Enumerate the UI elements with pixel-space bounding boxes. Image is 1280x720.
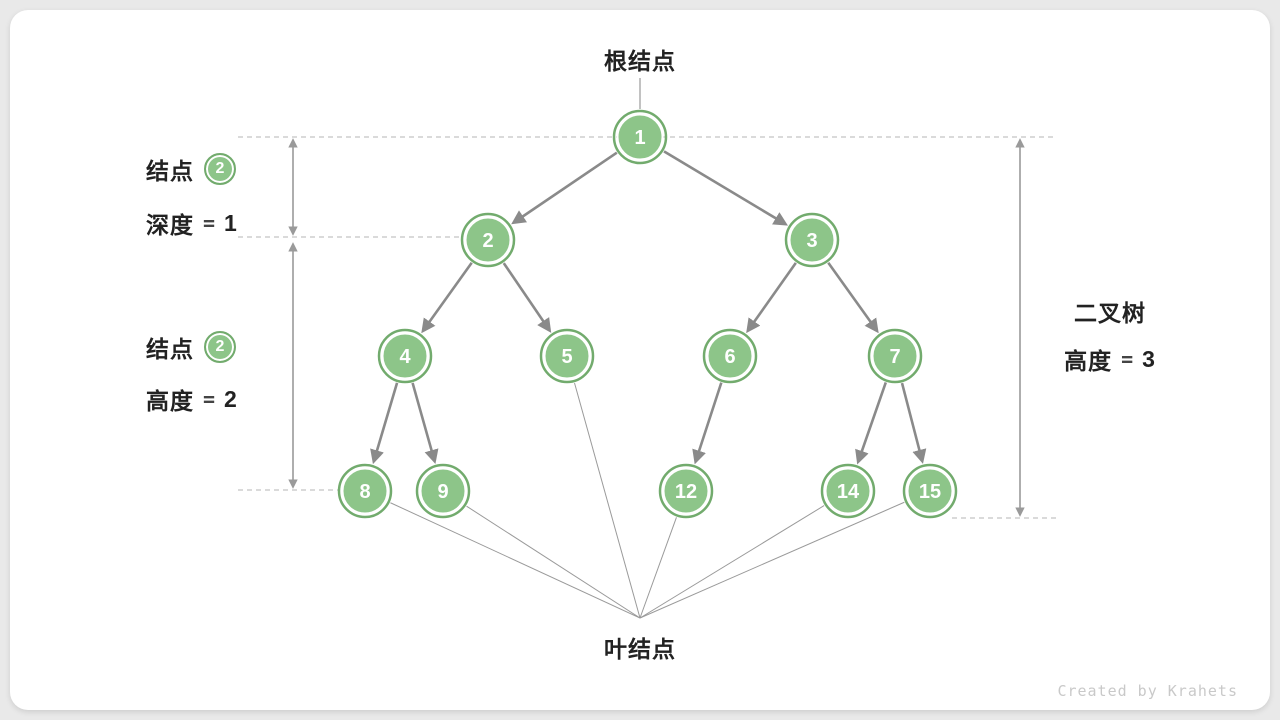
tree-node: 5 [539, 328, 595, 384]
node-height-equals-sign: = [203, 387, 216, 411]
tree-height-title: 二叉树 [1074, 300, 1146, 326]
tree-node-value: 5 [561, 346, 572, 368]
tree-node-outer-ring [377, 328, 433, 384]
tree-node-value: 14 [837, 481, 860, 503]
tree-edge [370, 382, 399, 465]
tree-edge [855, 382, 888, 465]
root-label: 根结点 [604, 48, 676, 74]
tree-node-outer-ring [415, 463, 471, 519]
tree-node: 4 [377, 328, 433, 384]
tree-node-value: 7 [889, 346, 900, 368]
node-depth-value: 1 [224, 209, 238, 236]
watermark: Created by Krahets [1057, 682, 1238, 700]
tree-height-equation: 高度 = 3 [1040, 342, 1180, 376]
tree-height-metric: 高度 [1064, 348, 1113, 374]
tree-node-outer-ring [337, 463, 393, 519]
tree-node-outer-ring [784, 212, 840, 268]
tree-height-value: 3 [1142, 345, 1156, 372]
tree-node: 7 [867, 328, 923, 384]
tree-node-value: 3 [806, 230, 817, 252]
tree-edges [370, 150, 927, 465]
tree-node-outer-ring [612, 109, 668, 165]
tree-edge [511, 151, 618, 225]
tree-edge [692, 382, 723, 465]
leaf-pointer-line [639, 517, 677, 619]
tree-node: 8 [337, 463, 393, 519]
tree-node-circle [871, 332, 919, 380]
tree-node-outer-ring [820, 463, 876, 519]
tree-node-value: 1 [634, 127, 645, 149]
node-depth-label: 结点 [146, 158, 194, 184]
tree-node-circle [616, 113, 664, 161]
tree-node-value: 8 [359, 481, 370, 503]
leaf-pointer-line [639, 505, 825, 619]
leaf-label: 叶结点 [604, 636, 676, 662]
tree-height-annotation: 二叉树 高度 = 3 [1040, 294, 1180, 376]
tree-node: 2 [460, 212, 516, 268]
node-depth-annotation-title: 结点 2 [146, 152, 236, 186]
leaf-pointer-line [574, 382, 641, 619]
tree-node: 14 [820, 463, 876, 519]
tree-height-equals-sign: = [1121, 347, 1134, 371]
leaf-pointer-line [466, 505, 641, 619]
tree-edge [663, 150, 788, 226]
tree-edge [502, 262, 552, 333]
measure-arrows [288, 138, 1025, 517]
tree-node-value: 12 [675, 481, 697, 503]
node-height-badge: 2 [204, 331, 236, 363]
tree-edge [421, 262, 473, 334]
tree-node-value: 4 [399, 346, 411, 368]
node-depth-equation: 深度 = 1 [146, 206, 238, 240]
node-depth-equals-sign: = [203, 211, 216, 235]
tree-edge [827, 262, 879, 334]
tree-node-value: 2 [482, 230, 493, 252]
tree-edge [900, 382, 927, 464]
tree-node: 1 [612, 109, 668, 165]
tree-node: 15 [902, 463, 958, 519]
tree-node-value: 6 [724, 346, 735, 368]
tree-edge [746, 262, 797, 334]
tree-node-outer-ring [702, 328, 758, 384]
tree-node-circle [381, 332, 429, 380]
node-depth-badge: 2 [204, 153, 236, 185]
tree-node-circle [419, 467, 467, 515]
guide-lines [238, 136, 1056, 519]
node-height-value: 2 [224, 385, 238, 412]
leaf-pointer-lines [390, 382, 905, 619]
tree-node-circle [906, 467, 954, 515]
tree-node: 3 [784, 212, 840, 268]
tree-node-circle [464, 216, 512, 264]
tree-node-value: 9 [437, 481, 448, 503]
leaf-pointer-line [639, 501, 905, 619]
node-depth-metric: 深度 [146, 212, 194, 238]
tree-node-outer-ring [867, 328, 923, 384]
tree-node-circle [706, 332, 754, 380]
tree-edge [411, 382, 439, 465]
node-height-label: 结点 [146, 336, 194, 362]
tree-node-outer-ring [902, 463, 958, 519]
node-height-annotation-title: 结点 2 [146, 330, 236, 364]
tree-node-value: 15 [919, 481, 941, 503]
tree-node-outer-ring [460, 212, 516, 268]
tree-node-circle [662, 467, 710, 515]
tree-node-circle [341, 467, 389, 515]
tree-node: 12 [658, 463, 714, 519]
tree-node: 6 [702, 328, 758, 384]
tree-node-circle [543, 332, 591, 380]
tree-node-outer-ring [539, 328, 595, 384]
node-height-metric: 高度 [146, 388, 194, 414]
tree-node: 9 [415, 463, 471, 519]
leaf-pointer-line [390, 502, 641, 619]
tree-node-outer-ring [658, 463, 714, 519]
tree-node-circle [824, 467, 872, 515]
node-height-equation: 高度 = 2 [146, 382, 238, 416]
tree-node-circle [788, 216, 836, 264]
